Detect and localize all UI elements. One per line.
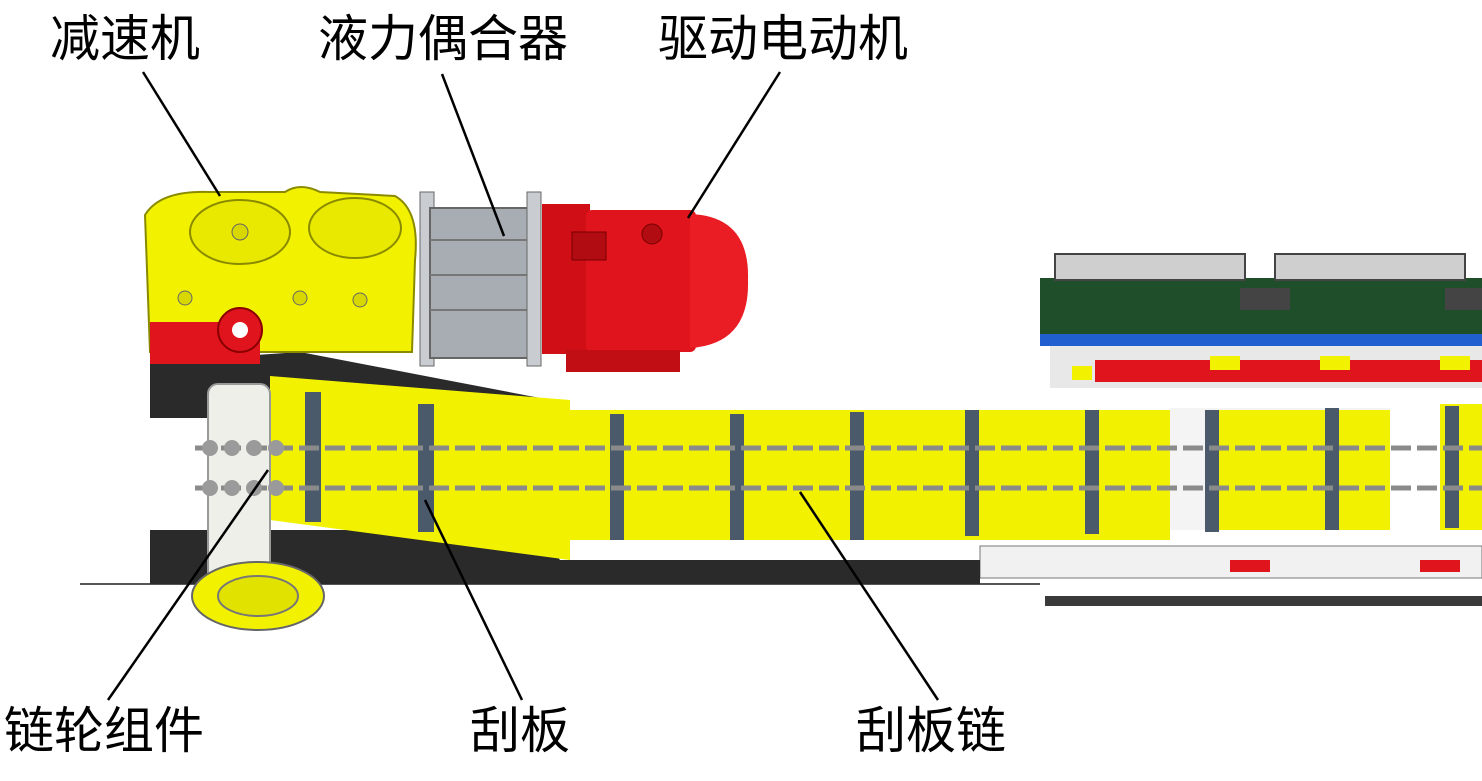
leader-reducer [141,71,222,197]
label-fluid-coupling: 液力偶合器 [318,10,568,68]
secondary-conveyor-section [1040,253,1482,388]
leader-lines [106,71,940,701]
leader-coupling [440,73,506,237]
leader-sprocket [106,469,270,701]
label-drive-motor: 驱动电动机 [658,10,908,68]
label-flight-chain: 刮板链 [856,702,1006,760]
scraper-flights [305,392,1459,540]
leader-motor [686,71,782,219]
label-flight: 刮板 [470,702,570,760]
conveyor-trough [270,376,1482,560]
scraper-chain [195,445,1482,491]
gear-reducer [143,186,417,364]
drive-motor [542,204,749,372]
label-sprocket-assembly: 链轮组件 [4,702,204,760]
lower-rail [979,545,1482,606]
leader-flight-chain [798,491,940,701]
fluid-coupling [419,191,542,367]
label-reducer: 减速机 [50,10,200,68]
leader-flight [423,499,524,701]
